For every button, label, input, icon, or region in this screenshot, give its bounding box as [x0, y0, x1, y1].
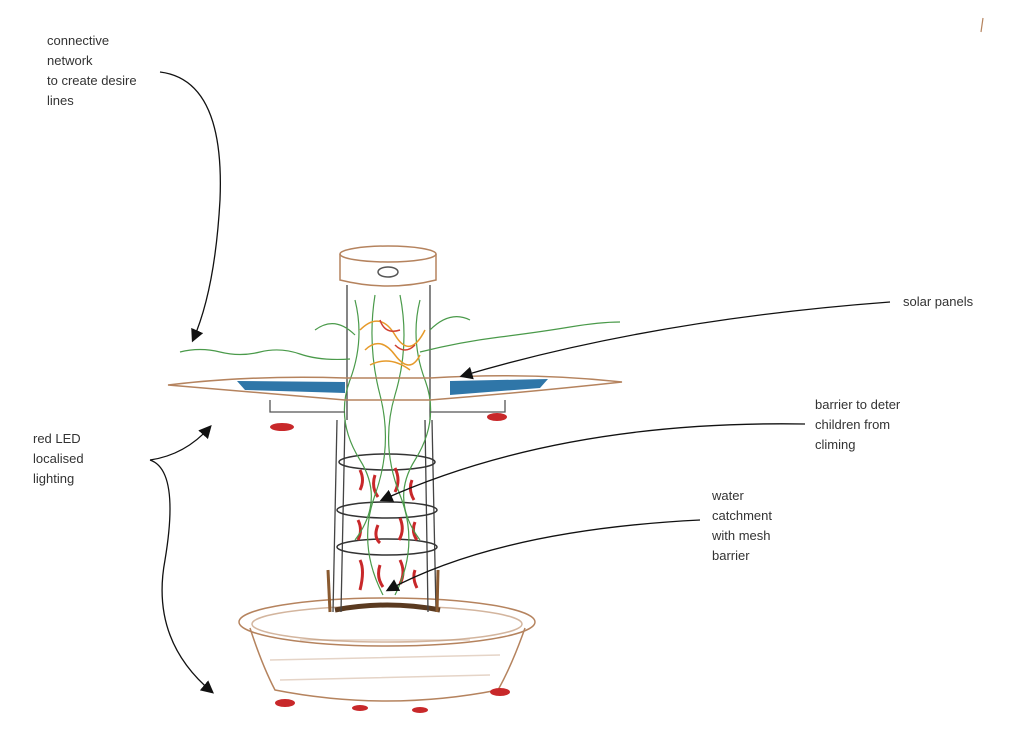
arrow-red-led-lower [149, 459, 214, 694]
arrow-barrier [379, 423, 806, 502]
water-catchment-base [238, 597, 536, 702]
label-barrier: barrier to deter children from climing [815, 397, 901, 452]
label-connective-network: connective network to create desire line… [47, 33, 137, 108]
mesh-barrier [334, 602, 441, 613]
climbing-barrier-rings [336, 453, 438, 556]
label-water-catchment: water catchment with mesh barrier [712, 488, 772, 563]
flowers [359, 319, 426, 371]
label-red-led: red LED localised lighting [33, 431, 84, 486]
annotation-arrows [149, 71, 891, 694]
arrow-connective-network [159, 71, 222, 343]
red-led-lights [270, 413, 510, 713]
solar-panel-left [237, 381, 345, 393]
arrow-red-led-upper [149, 425, 212, 461]
column-lower [326, 419, 440, 613]
arrow-solar-panels [459, 301, 891, 380]
solar-wing [167, 375, 623, 413]
red-led-lights-column [356, 467, 419, 591]
solar-panel-right [450, 379, 548, 395]
arrow-water-catchment [385, 519, 701, 592]
label-solar-panels: solar panels [903, 294, 974, 309]
pole-cap [339, 245, 437, 287]
